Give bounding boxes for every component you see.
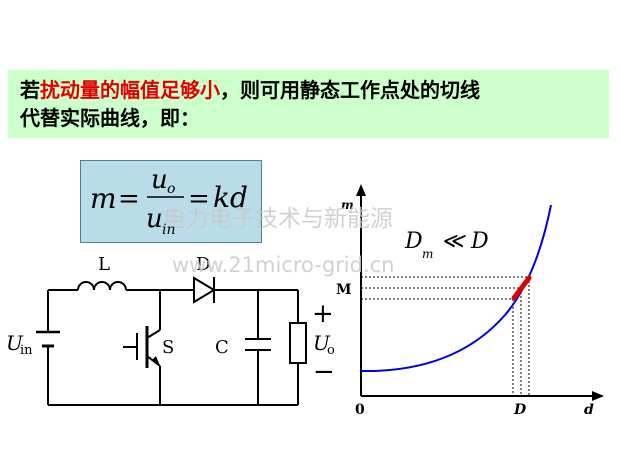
origin-label: 0: [355, 402, 365, 418]
capacitor-label: C: [215, 337, 229, 358]
banner-line-2: 代替实际曲线，即：: [20, 106, 200, 130]
diode-label: D: [196, 254, 210, 275]
d-tick-label: D: [513, 402, 527, 418]
watermark: 电力电子技术与新能源 www.21micro-grid.cn: [163, 206, 394, 277]
output-voltage-sub: o: [327, 343, 335, 358]
input-voltage-label: U: [6, 331, 24, 355]
y-axis-label: m: [341, 198, 354, 212]
condition-main: D: [404, 229, 423, 254]
formula: m = u o u in = kd: [90, 165, 248, 238]
formula-eq2: =: [188, 184, 210, 214]
input-voltage-sub: in: [20, 343, 33, 358]
load-resistor: [289, 322, 307, 364]
formula-rhs: kd: [213, 181, 248, 214]
banner-line-1: 若扰动量的幅值足够小，则可用静态工作点处的切线: [20, 76, 599, 104]
diode-triangle: [193, 276, 216, 304]
formula-lhs: m: [90, 182, 117, 215]
output-minus: −: [313, 357, 335, 387]
formula-denominator-sub: in: [162, 222, 176, 238]
x-axis-arrow: [592, 391, 604, 401]
switch-collector: [146, 329, 161, 339]
watermark-line-1: 电力电子技术与新能源: [163, 206, 393, 232]
m-tick-label: M: [336, 282, 352, 298]
condition-rel: ≪ D: [441, 229, 489, 254]
x-axis-label: d: [584, 402, 594, 418]
formula-denominator: u: [146, 204, 163, 234]
inductor-coil: [77, 281, 127, 291]
inductor-label: L: [98, 254, 110, 275]
output-voltage-label: U: [313, 331, 331, 355]
graph: m d 0 M D D m ≪ D: [336, 184, 604, 418]
banner-post: ，则可用静态工作点处的切线: [220, 78, 480, 102]
formula-numerator: u: [151, 165, 168, 195]
circuit-labels: L D S C U in U o + −: [6, 254, 335, 387]
switch-emitter-arrow: [152, 356, 160, 366]
watermark-line-2: www.21micro-grid.cn: [172, 253, 394, 277]
banner-pre: 若: [20, 78, 40, 102]
dashed-guides: [361, 276, 530, 396]
banner-highlight: 扰动量的幅值足够小: [40, 78, 220, 102]
switch-label: S: [162, 337, 174, 358]
characteristic-curve: [360, 204, 552, 373]
y-axis-arrow: [356, 184, 366, 196]
condition-sub: m: [422, 247, 433, 261]
condition-label: D m ≪ D: [404, 229, 489, 261]
tangent-segment: [511, 275, 532, 301]
formula-numerator-sub: o: [167, 181, 175, 197]
formula-eq1: =: [118, 184, 140, 214]
graph-labels: m d 0 M D: [336, 198, 594, 418]
formula-box: [80, 160, 262, 243]
output-plus: +: [312, 299, 334, 329]
title-banner: 若扰动量的幅值足够小，则可用静态工作点处的切线 代替实际曲线，即：: [8, 70, 609, 138]
